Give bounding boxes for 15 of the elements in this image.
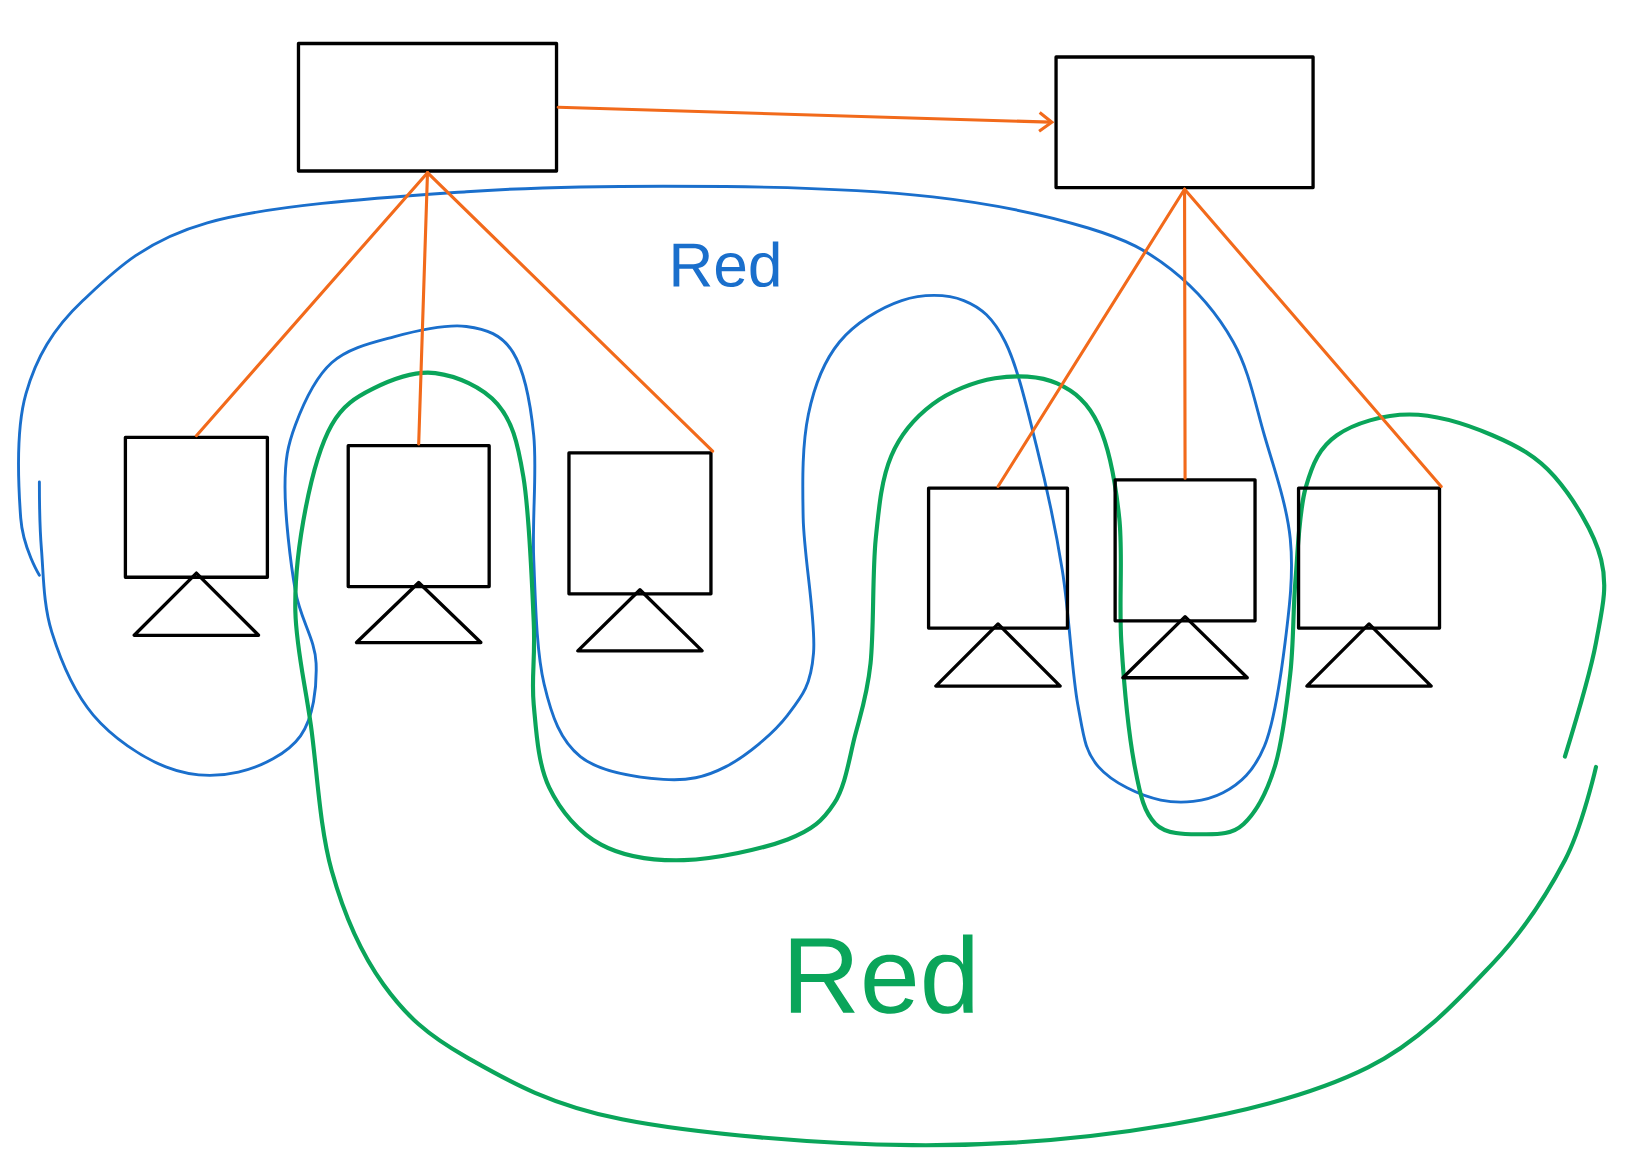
network-label: Red [673, 241, 779, 288]
screen-drawing [123, 435, 270, 637]
screen-drawing [1296, 486, 1442, 688]
box [1054, 55, 1315, 190]
screen-drawing [1113, 478, 1257, 680]
connector [425, 171, 715, 453]
screen-drawing [346, 444, 491, 645]
network-label: Red [790, 934, 973, 1014]
screen-drawing [926, 486, 1070, 688]
connector [417, 171, 430, 446]
connector [1183, 187, 1187, 480]
connector [556, 105, 1055, 133]
box [296, 41, 559, 173]
screen-drawing [567, 451, 713, 653]
connector [1183, 187, 1443, 489]
